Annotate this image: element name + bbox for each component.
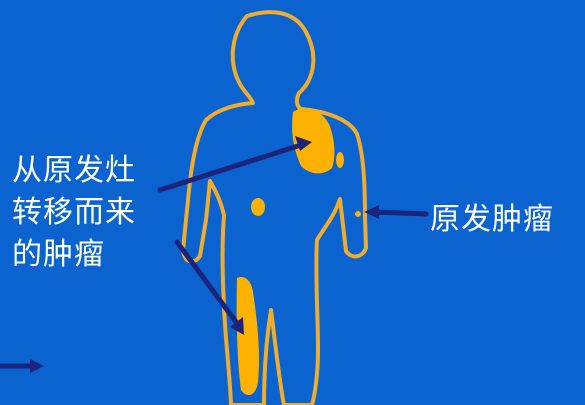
- abdomen-tumor: [251, 198, 265, 216]
- secondary-tumor-line-2: 转移而来: [12, 192, 136, 234]
- primary-tumor-label: 原发肿瘤: [430, 199, 554, 241]
- leg-tumor: [237, 277, 259, 395]
- arrow-to-lung: [160, 145, 301, 190]
- left-edge-arrow-head: [30, 359, 44, 373]
- arrow-to-body: [373, 212, 426, 214]
- arrow-to-leg: [177, 242, 239, 326]
- secondary-tumor-line-3: 的肿瘤: [12, 234, 136, 276]
- secondary-tumor-line-1: 从原发灶: [12, 150, 136, 192]
- right-side-nodule: [355, 211, 361, 217]
- secondary-tumor-label: 从原发灶 转移而来 的肿瘤: [12, 150, 136, 276]
- small-lung-nodule: [336, 152, 344, 168]
- body-outline: [183, 12, 366, 405]
